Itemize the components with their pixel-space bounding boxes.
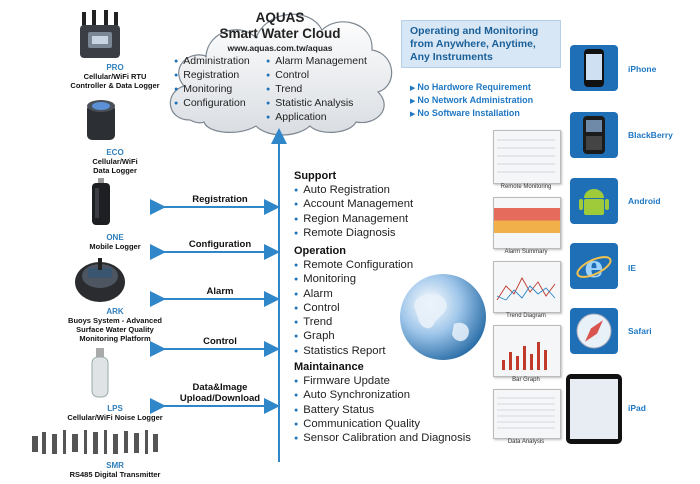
list-item: Control <box>294 302 413 316</box>
screenshot-remote-monitoring <box>493 130 561 184</box>
platform-label-ie: IE <box>628 263 637 273</box>
smr-sensors-image <box>32 430 158 454</box>
cloud-item: Registration <box>174 69 250 83</box>
promo-box: Operating and Monitoring from Anywhere, … <box>401 20 561 68</box>
list-item: Region Management <box>294 213 413 227</box>
arrow-label-registration: Registration <box>192 194 248 205</box>
device-lps-label: LPS Cellular/WiFi Noise Logger <box>67 404 163 422</box>
arrow-label-control: Control <box>203 336 237 347</box>
section-title-operation: Operation <box>294 245 346 257</box>
list-item: Auto Synchronization <box>294 389 471 403</box>
cloud-item: Trend <box>266 83 367 97</box>
list-item: Battery Status <box>294 404 471 418</box>
section-title-support: Support <box>294 170 337 182</box>
benefit-no-software: No Software Installation <box>410 108 520 118</box>
device-ark-label: ARK Buoys System - Advanced Surface Wate… <box>68 307 162 343</box>
lps-device-image <box>91 348 109 398</box>
cloud-item: Monitoring <box>174 83 250 97</box>
section-list-support: Auto Registration Account Management Reg… <box>294 184 413 241</box>
device-pro-label: PRO Cellular/WiFi RTU Controller & Data … <box>70 63 160 90</box>
list-item: Remote Diagnosis <box>294 227 413 241</box>
ie-icon[interactable]: e <box>570 243 618 289</box>
platform-label-blackberry: BlackBerry <box>628 130 673 140</box>
device-eco-label: ECO Cellular/WiFi Data Logger <box>92 148 138 175</box>
globe-image <box>400 274 486 360</box>
promo-line: Any Instruments <box>410 51 493 63</box>
promo-line: from Anywhere, Anytime, <box>410 38 536 50</box>
arrow-label-alarm: Alarm <box>206 286 234 297</box>
list-item: Firmware Update <box>294 375 471 389</box>
list-item: Remote Configuration <box>294 259 413 273</box>
screenshot-data-analysis <box>493 389 561 439</box>
benefit-no-hardware: No Hardwore Requirement <box>410 82 531 92</box>
ark-device-image <box>75 258 125 302</box>
safari-icon[interactable] <box>570 308 618 354</box>
one-device-image <box>92 178 110 225</box>
cloud-item: Control <box>266 69 367 83</box>
iphone-icon[interactable] <box>570 45 618 91</box>
list-item: Trend <box>294 316 413 330</box>
blackberry-icon[interactable] <box>570 112 618 158</box>
android-icon[interactable] <box>570 178 618 224</box>
caption-trend-diagram: Trend Diagram <box>506 313 546 319</box>
section-title-maintainance: Maintainance <box>294 361 364 373</box>
eco-device-image <box>87 100 115 140</box>
list-item: Communication Quality <box>294 418 471 432</box>
caption-bar-graph: Bar Graph <box>512 377 540 383</box>
caption-remote-monitoring: Remote Monitoring <box>500 184 552 190</box>
caption-data-analysis: Data Analysis <box>507 439 545 445</box>
section-list-operation: Remote Configuration Monitoring Alarm Co… <box>294 259 413 359</box>
platform-label-iphone: iPhone <box>628 64 657 74</box>
list-item: Statistics Report <box>294 345 413 359</box>
cloud-item: Statistic Analysis <box>266 97 367 111</box>
device-one-label: ONE Mobile Logger <box>89 233 141 251</box>
list-item: Auto Registration <box>294 184 413 198</box>
section-list-maintainance: Firmware Update Auto Synchronization Bat… <box>294 375 471 446</box>
ipad-icon[interactable] <box>566 374 622 444</box>
cloud-item: Alarm Management <box>266 55 367 69</box>
list-item: Monitoring <box>294 273 413 287</box>
pro-device-image <box>80 10 120 58</box>
caption-alarm-summary: Alarm Summary <box>504 249 548 255</box>
cloud-right-list: Alarm Management Control Trend Statistic… <box>266 55 367 125</box>
list-item: Alarm <box>294 288 413 302</box>
svg-text:e: e <box>584 250 603 285</box>
benefit-no-network: No Network Administration <box>410 95 533 105</box>
platform-label-ipad: iPad <box>628 403 646 413</box>
platform-label-android: Android <box>628 196 661 206</box>
list-item: Sensor Calibration and Diagnosis <box>294 432 471 446</box>
arrow-label-configuration: Configuration <box>188 239 252 250</box>
list-item: Graph <box>294 330 413 344</box>
cloud-item: Application <box>266 111 367 125</box>
cloud-subtitle: Smart Water Cloud <box>219 26 341 41</box>
cloud-url[interactable]: www.aquas.com.tw/aquas <box>227 43 333 53</box>
promo-line: Operating and Monitoring <box>410 25 539 37</box>
cloud-left-list: Administration Registration Monitoring C… <box>174 55 250 111</box>
device-smr-label: SMR RS485 Digital Transmitter <box>69 461 161 479</box>
screenshot-alarm-summary <box>493 197 561 249</box>
cloud-item: Administration <box>174 55 250 69</box>
list-item: Account Management <box>294 198 413 212</box>
platform-label-safari: Safari <box>628 326 652 336</box>
cloud-title: AQUAS <box>255 10 305 25</box>
cloud-item: Configuration <box>174 97 250 111</box>
